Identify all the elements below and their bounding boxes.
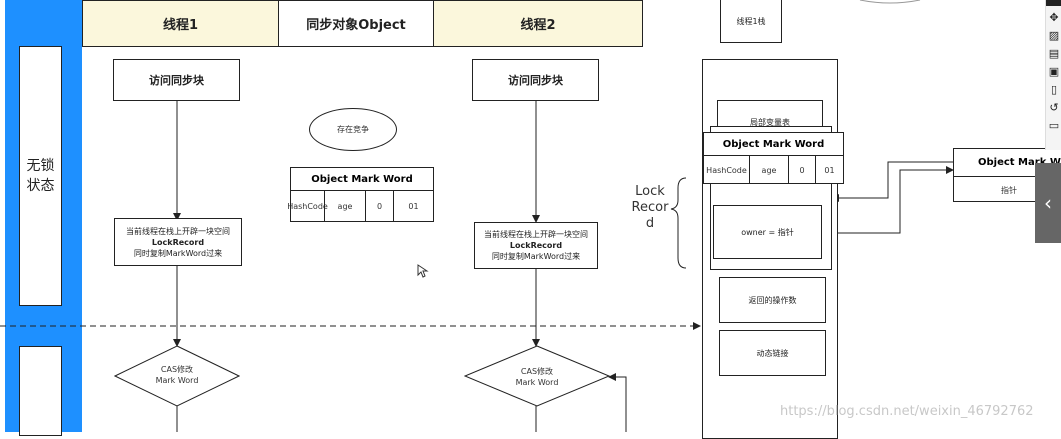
competition-label: 存在竞争	[337, 125, 369, 134]
t2-access-sync-block: 访问同步块	[472, 59, 599, 101]
owner-pointer-box: owner = 指针	[713, 205, 822, 259]
stack-mark-word-table: Object Mark Word HashCode age 0 01	[703, 132, 844, 184]
t1-access-sync-block: 访问同步块	[113, 59, 240, 101]
dynamic-link-box: 动态链接	[719, 330, 826, 376]
collapse-panel-button[interactable]: ‹	[1035, 163, 1061, 243]
local-variable-table: 局部变量表	[717, 100, 823, 130]
header-thread2: 线程2	[433, 0, 643, 47]
lock-record-brace	[670, 177, 687, 269]
heap-object-pointer: 指针	[1001, 185, 1017, 195]
object-mark-word-table: Object Mark Word HashCode age 0 01	[287, 167, 434, 222]
top-ellipse-fragment	[859, 0, 921, 4]
t1-cas-diamond	[114, 345, 240, 407]
history-icon[interactable]: ↺	[1049, 100, 1059, 114]
return-operand-box: 返回的操作数	[719, 277, 826, 323]
local-vars-label: 局部变量表	[750, 118, 790, 127]
t2-access-label: 访问同步块	[508, 74, 563, 87]
stack-mw-bit0: 0	[788, 156, 815, 184]
comment-icon[interactable]: ▭	[1048, 118, 1060, 132]
calendar-icon[interactable]: ▤	[1048, 46, 1060, 60]
t2-cas-line2: Mark Word	[515, 378, 559, 387]
t2-cas-line1: CAS修改	[520, 367, 554, 376]
t1-cas-label: CAS修改 Mark Word	[134, 364, 220, 386]
watermark: https://blog.csdn.net/weixin_46792762	[780, 404, 1034, 419]
header-thread2-label: 线程2	[520, 18, 556, 33]
lane-label-line1: 无锁	[26, 158, 55, 174]
cursor-outline	[417, 264, 429, 278]
t1-alloc-lock-record: 当前线程在栈上开辟一块空间 LockRecord 同时复制MarkWord过来	[114, 218, 242, 266]
stack-mw-bits01: 01	[815, 156, 843, 184]
header-thread1-label: 线程1	[162, 18, 199, 33]
object-mw-bits01: 01	[393, 191, 433, 222]
t1-cas-line1: CAS修改	[160, 365, 194, 374]
t2-cas-label: CAS修改 Mark Word	[492, 366, 582, 388]
page-icon[interactable]: ▯	[1050, 82, 1058, 96]
stack-mark-word-title: Object Mark Word	[704, 133, 843, 156]
thread1-stack-title: 线程1栈	[720, 0, 782, 43]
t2-alloc-lock-record: 当前线程在栈上开辟一块空间 LockRecord 同时复制MarkWord过来	[474, 222, 598, 269]
lock-record-line3: d	[645, 216, 655, 231]
arrow-heap-to-stack-markword	[831, 161, 953, 202]
t1-alloc-line3: 同时复制MarkWord过来	[133, 248, 223, 258]
lane-label-box-next	[19, 346, 62, 436]
stack-mw-age: age	[749, 156, 788, 184]
arrow-owner-to-heap	[822, 166, 954, 234]
return-operand-label: 返回的操作数	[748, 295, 797, 305]
competition-ellipse: 存在竞争	[309, 108, 397, 151]
t1-alloc-line2: LockRecord	[151, 237, 205, 247]
header-thread1: 线程1	[82, 0, 279, 47]
image-icon[interactable]: ▨	[1048, 28, 1060, 42]
owner-pointer-label: owner = 指针	[741, 227, 794, 237]
stack-mw-hashcode: HashCode	[706, 165, 747, 175]
move-icon[interactable]: ✥	[1049, 10, 1059, 24]
header-sync-object-label: 同步对象Object	[306, 18, 406, 33]
dynamic-link-label: 动态链接	[756, 348, 789, 358]
watermark-text: https://blog.csdn.net/weixin_46792762	[780, 404, 1034, 419]
lock-record-line1: Lock	[635, 184, 665, 199]
lock-record-line2: Recor	[631, 200, 669, 215]
thread1-stack-title-label: 线程1栈	[736, 16, 766, 26]
object-mw-bit0: 0	[365, 191, 393, 222]
lane-label-box-no-lock: 无锁 状态	[19, 46, 62, 306]
chevron-left-icon: ‹	[1044, 191, 1052, 215]
right-toolbar: ✥ ▨ ▤ ▣ ▯ ↺ ▭	[1045, 0, 1061, 150]
object-mw-age: age	[324, 191, 365, 222]
t2-alloc-line2: LockRecord	[509, 241, 563, 250]
document-icon[interactable]: ▣	[1048, 64, 1060, 78]
lock-record-label: Lock Recor d	[628, 184, 672, 232]
t2-loop-back-arrow	[608, 373, 627, 432]
t1-access-label: 访问同步块	[149, 74, 204, 87]
t1-alloc-line1: 当前线程在栈上开辟一块空间	[126, 226, 230, 236]
t2-alloc-line3: 同时复制MarkWord过来	[491, 252, 581, 261]
t2-alloc-line1: 当前线程在栈上开辟一块空间	[484, 230, 588, 239]
t2-cas-diamond	[464, 345, 610, 407]
object-mw-hashcode: HashCode	[287, 202, 328, 211]
lane-label-line2: 状态	[26, 178, 55, 194]
t1-cas-line2: Mark Word	[155, 376, 199, 385]
heap-object-title: Object Mark Word	[954, 149, 1061, 177]
object-mark-word-title: Object Mark Word	[291, 168, 433, 191]
